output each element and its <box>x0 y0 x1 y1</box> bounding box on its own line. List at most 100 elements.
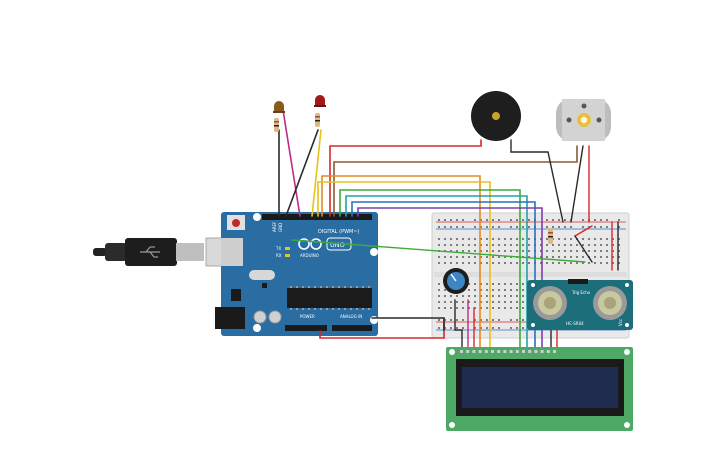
wire-blue <box>351 201 536 351</box>
breadboard-hole <box>516 301 518 303</box>
breadboard-hole <box>540 244 542 246</box>
breadboard-hole <box>612 250 614 252</box>
breadboard-hole <box>600 238 602 240</box>
usb-cable-strain-relief <box>105 243 127 261</box>
breadboard-hole <box>468 289 470 291</box>
breadboard-hole <box>498 319 500 321</box>
breadboard-hole <box>570 238 572 240</box>
breadboard-hole <box>462 327 464 329</box>
breadboard-hole <box>468 262 470 264</box>
breadboard-hole <box>462 301 464 303</box>
crystal-oscillator <box>249 270 275 280</box>
sensor-pin-header <box>568 279 588 284</box>
breadboard-hole <box>480 244 482 246</box>
chip-pin <box>356 286 358 288</box>
breadboard-hole <box>438 301 440 303</box>
chip-pin <box>314 286 316 288</box>
breadboard-hole <box>480 219 482 221</box>
breadboard-hole <box>492 295 494 297</box>
breadboard-hole <box>522 219 524 221</box>
breadboard-hole <box>510 238 512 240</box>
potentiometer[interactable] <box>443 268 469 294</box>
breadboard-hole <box>558 244 560 246</box>
breadboard-hole <box>438 319 440 321</box>
breadboard-hole <box>504 295 506 297</box>
mounting-hole <box>253 213 261 221</box>
breadboard-hole <box>450 226 452 228</box>
lcd-pin <box>540 350 544 353</box>
breadboard-hole <box>444 244 446 246</box>
motor-screw <box>566 117 572 123</box>
breadboard-hole <box>492 219 494 221</box>
breadboard-hole <box>504 301 506 303</box>
breadboard-hole <box>546 238 548 240</box>
reset-button-cap[interactable] <box>232 219 240 227</box>
mounting-hole <box>449 349 455 355</box>
breadboard-hole <box>504 289 506 291</box>
breadboard-hole <box>468 250 470 252</box>
chip-pin <box>296 286 298 288</box>
chip-pin <box>344 308 346 310</box>
breadboard-hole <box>438 295 440 297</box>
lcd-pin-row <box>460 350 556 353</box>
arduino-logo-icon <box>298 238 322 250</box>
breadboard-hole <box>516 238 518 240</box>
dc-motor <box>556 99 611 141</box>
breadboard-hole <box>498 289 500 291</box>
gnd-label: GND <box>278 223 283 232</box>
breadboard-hole <box>486 301 488 303</box>
breadboard-hole <box>480 250 482 252</box>
chip-pin <box>320 308 322 310</box>
rx-label: RX <box>276 253 282 258</box>
led-right <box>314 95 326 127</box>
breadboard-hole <box>480 256 482 258</box>
breadboard-hole <box>450 319 452 321</box>
breadboard-hole <box>480 295 482 297</box>
breadboard-hole <box>594 226 596 228</box>
breadboard-hole <box>456 301 458 303</box>
breadboard-hole <box>618 250 620 252</box>
lcd-pin <box>491 350 494 353</box>
breadboard-hole <box>462 319 464 321</box>
breadboard-hole <box>486 295 488 297</box>
breadboard-hole <box>606 256 608 258</box>
breadboard-hole <box>492 283 494 285</box>
breadboard-hole <box>606 238 608 240</box>
breadboard-hole <box>576 244 578 246</box>
breadboard-hole <box>600 256 602 258</box>
breadboard-hole <box>474 226 476 228</box>
sensor-pins-label: Trig Echo <box>571 290 591 295</box>
breadboard-hole <box>450 307 452 309</box>
voltage-regulator <box>231 289 241 301</box>
wire-green <box>339 189 521 351</box>
resistor-band <box>548 232 553 234</box>
breadboard-hole <box>570 244 572 246</box>
breadboard-hole <box>486 219 488 221</box>
breadboard-hole <box>588 244 590 246</box>
breadboard-hole <box>600 226 602 228</box>
wire-teal <box>345 195 528 351</box>
breadboard-hole <box>444 327 446 329</box>
chip-pin <box>308 286 310 288</box>
breadboard-hole <box>510 295 512 297</box>
sensor-transducer-left-core <box>544 297 556 309</box>
wire-led-right-yellow <box>311 129 322 217</box>
breadboard-hole <box>468 238 470 240</box>
chip-pin <box>332 286 334 288</box>
breadboard-hole <box>594 244 596 246</box>
breadboard-hole <box>582 256 584 258</box>
breadboard-hole <box>552 250 554 252</box>
breadboard-hole <box>492 289 494 291</box>
breadboard-hole <box>474 307 476 309</box>
resistor-band <box>315 116 320 118</box>
breadboard-hole <box>612 256 614 258</box>
breadboard-hole <box>528 238 530 240</box>
breadboard-hole <box>612 262 614 264</box>
breadboard-hole <box>492 307 494 309</box>
breadboard-hole <box>570 262 572 264</box>
breadboard-hole <box>462 262 464 264</box>
resistor-band <box>274 125 279 127</box>
breadboard-hole <box>462 295 464 297</box>
mounting-hole <box>449 422 455 428</box>
breadboard-hole <box>528 256 530 258</box>
